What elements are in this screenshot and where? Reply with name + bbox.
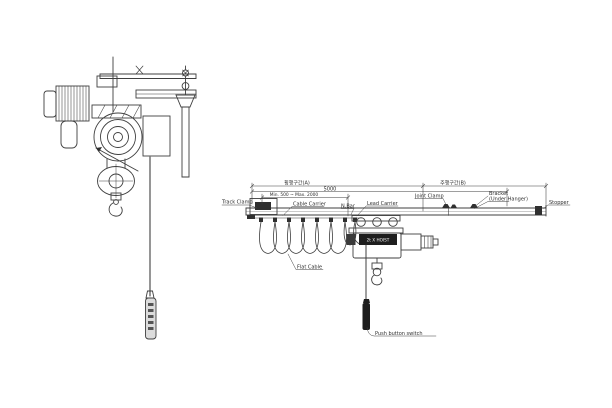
- dim-section-b-label: 주행구간(B): [440, 180, 466, 187]
- label-cable-carrier: Cable Carrier: [293, 201, 327, 207]
- label-under-hanger: (Under Hanger): [489, 197, 528, 203]
- label-track-clamp: Track Clamp: [221, 200, 253, 206]
- dim-festoon-range-label: Min. 500 ~ Max. 2000: [270, 192, 319, 198]
- hoist-motor: [43, 75, 118, 122]
- label-push-button-switch: Push button switch: [375, 331, 423, 337]
- hoist-tag-label: 2t X HOIST: [367, 238, 390, 243]
- chain-falls: [106, 158, 126, 169]
- label-bracket: Bracket: [489, 191, 508, 197]
- monorail-beam: [245, 204, 547, 217]
- label-lead-carrier: Lead Carrier: [367, 201, 399, 207]
- dim-section-a-label: 횡행구간(A): [284, 180, 310, 187]
- hoist-hook: [371, 257, 383, 286]
- dim-span-label: 5000: [324, 186, 337, 192]
- track-clamp: [247, 198, 278, 219]
- label-n-bar: N.Bar: [341, 203, 356, 209]
- left-runway-beam: [99, 56, 197, 113]
- hoist-body: [346, 232, 439, 259]
- annotation-labels: 횡행구간(A) 주행구간(B) 5000 Min. 500 ~ Max. 200…: [221, 180, 570, 337]
- monorail-system-view: [221, 182, 571, 337]
- festoon-cable-system: [251, 217, 363, 254]
- leader-lines: [221, 195, 571, 337]
- bracket-hanger-mark: [470, 204, 478, 208]
- left-pendant-controller: [145, 156, 157, 340]
- label-stopper: Stopper: [549, 200, 570, 206]
- label-flat-cable: Flat Cable: [297, 264, 322, 270]
- suspension-rod: [175, 65, 196, 178]
- chain-hoist-elevation: [43, 56, 197, 340]
- bottom-hook-block: [97, 163, 135, 217]
- label-joint-clamp: Joint Clamp: [414, 193, 444, 199]
- dimension-lines: [249, 182, 549, 217]
- gear-housing: [60, 112, 171, 172]
- joint-clamp-marks: [442, 204, 457, 216]
- top-flange: [91, 104, 142, 119]
- stopper-block: [535, 206, 542, 215]
- right-pendant-controller: [362, 244, 370, 330]
